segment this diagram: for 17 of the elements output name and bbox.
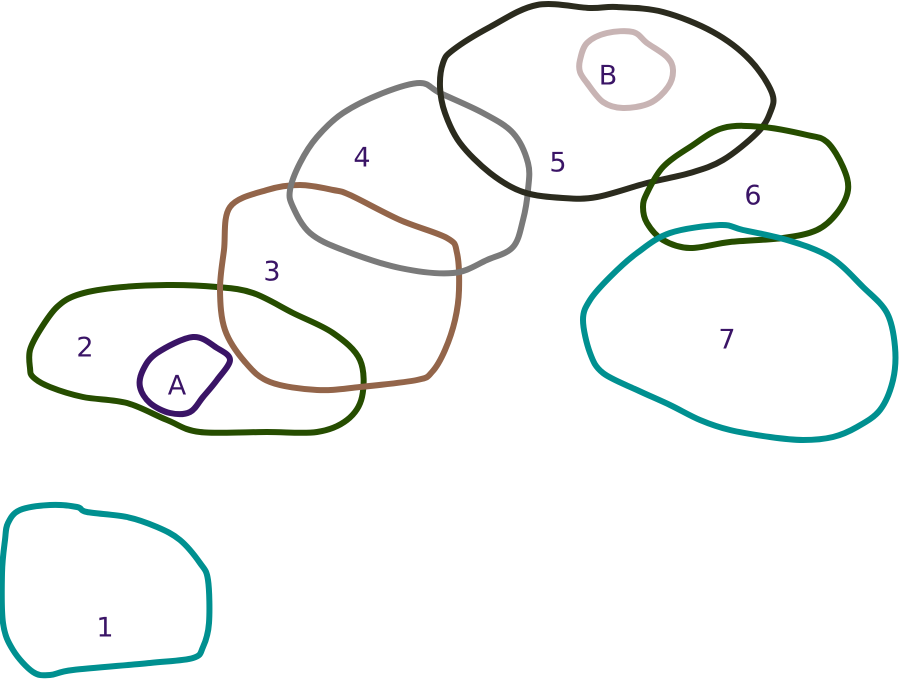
region-outline [287, 80, 531, 276]
region-label: 7 [718, 326, 736, 354]
region-label: 6 [744, 182, 762, 210]
region-outline [0, 502, 212, 678]
region-outline [577, 29, 676, 111]
region-outline [217, 182, 462, 393]
region-label: 2 [76, 334, 94, 362]
region-outline [640, 124, 851, 251]
region-label: 4 [353, 144, 371, 172]
region-label: 1 [96, 614, 114, 642]
region-label: B [598, 62, 618, 90]
region-label: 5 [549, 150, 567, 176]
region-outline [580, 222, 898, 443]
region-outline [27, 282, 365, 435]
region-label: A [168, 372, 186, 400]
region-label: 3 [263, 258, 281, 286]
region-outline [137, 334, 233, 416]
